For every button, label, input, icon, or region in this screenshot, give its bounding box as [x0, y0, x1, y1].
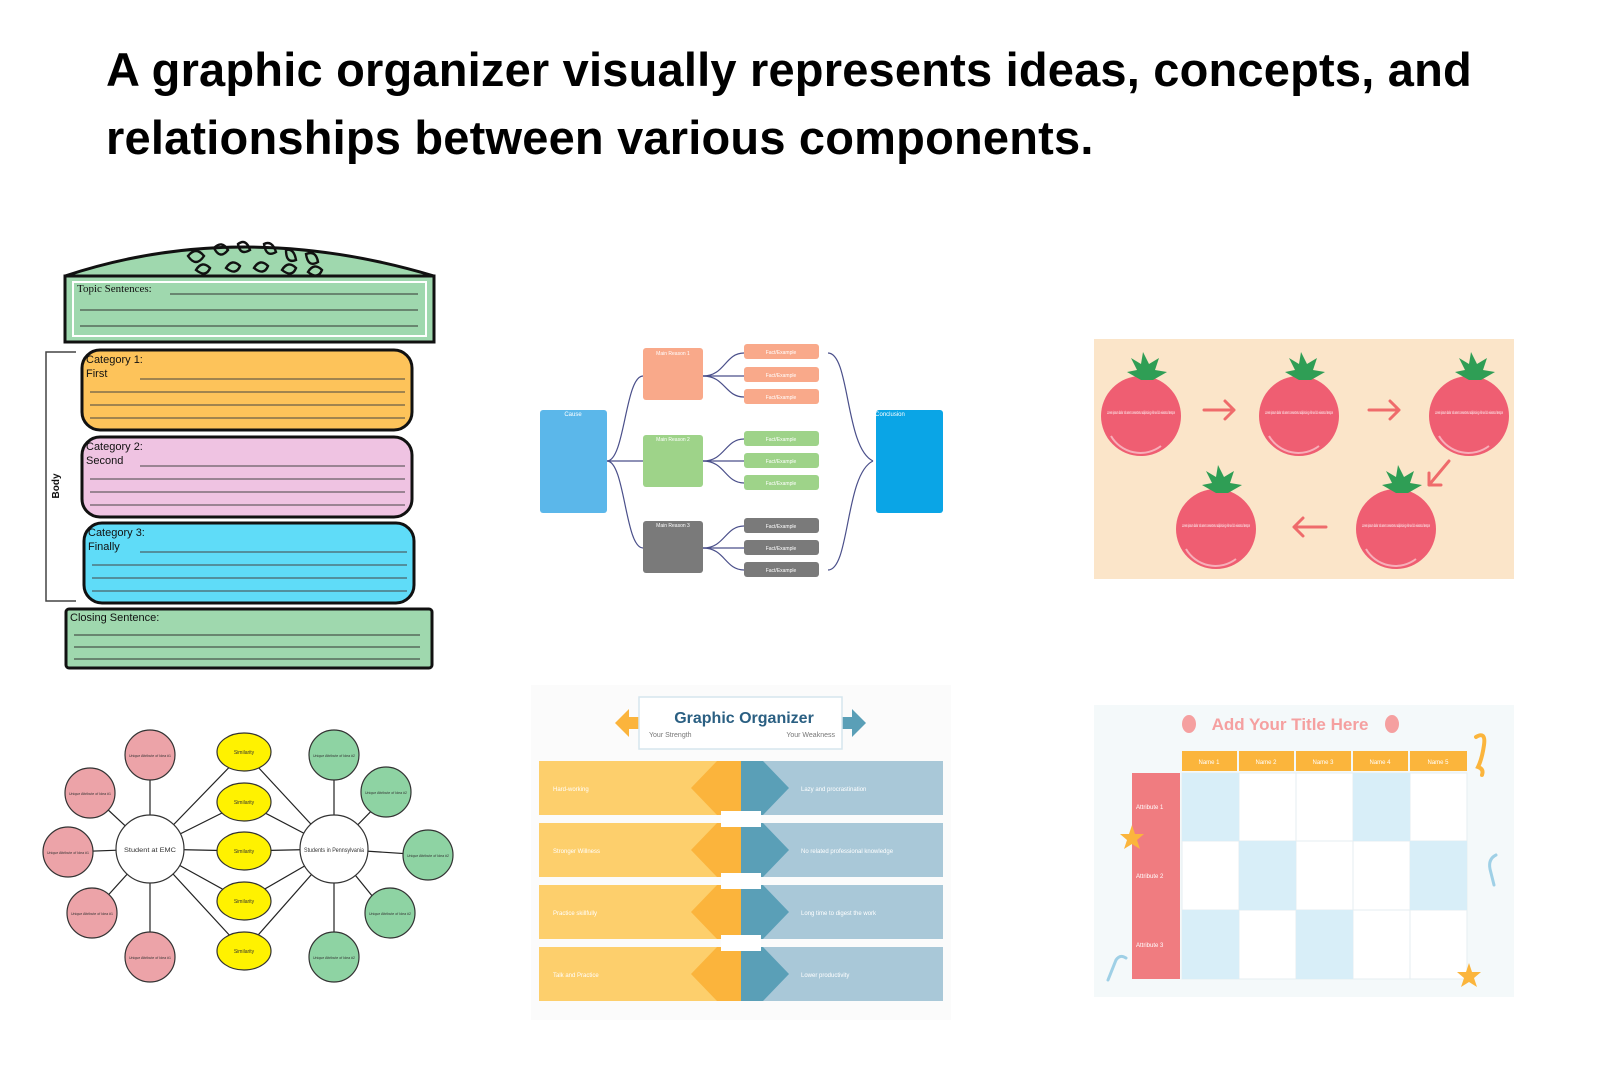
topic-label: Topic Sentences: [77, 283, 152, 295]
fact-1-1: Fact/Example [766, 350, 797, 356]
category-3-title: Category 3: [88, 527, 145, 539]
grid-col-2: Name 2 [1255, 760, 1277, 766]
hamburger-organizer: Topic Sentences: Body Category 1: First … [40, 228, 450, 678]
fact-2-3: Fact/Example [766, 481, 797, 487]
headline: A graphic organizer visually represents … [106, 43, 1472, 164]
grid-row-3: Attribute 3 [1136, 943, 1164, 949]
closing-label: Closing Sentence: [70, 612, 159, 624]
similarity-4: Similarity [234, 899, 255, 905]
grid-row-2: Attribute 2 [1136, 874, 1164, 880]
organizer-title: Graphic Organizer [674, 710, 814, 727]
strength-1: Hard-working [553, 787, 589, 793]
fact-2-1: Fact/Example [766, 437, 797, 443]
body-label: Body [51, 473, 62, 498]
category-1-sub: First [86, 368, 107, 380]
cycle-step-2: Lorem ipsum dolor sit amet consectetur a… [1265, 410, 1333, 415]
strength-caption: Your Strength [649, 732, 692, 739]
cycle-step-5: Lorem ipsum dolor sit amet consectetur a… [1362, 523, 1430, 528]
grid-col-1: Name 1 [1198, 760, 1220, 766]
strength-4: Talk and Practice [553, 973, 599, 979]
cycle-step-4: Lorem ipsum dolor sit amet consectetur a… [1182, 523, 1250, 528]
fact-1-2: Fact/Example [766, 373, 797, 379]
tomato-cycle-diagram: Lorem ipsum dolor sit amet consectetur a… [1094, 339, 1514, 579]
similarity-5: Similarity [234, 949, 255, 955]
left-attribute-1: Unique Attribute of Idea #1 [129, 753, 172, 758]
conclusion-box: Conclusion [875, 412, 905, 418]
cycle-step-1: Lorem ipsum dolor sit amet consectetur a… [1107, 410, 1175, 415]
grid-title: Add Your Title Here [1212, 715, 1369, 734]
left-attribute-3: Unique Attribute of Idea #1 [47, 850, 90, 855]
similarity-2: Similarity [234, 800, 255, 806]
left-center-node: Student at EMC [124, 847, 176, 854]
fact-2-2: Fact/Example [766, 459, 797, 465]
attribute-grid-chart: Add Your Title Here Name 1 Name 2 Name 3… [1094, 705, 1514, 997]
right-attribute-3: Unique Attribute of Idea #2 [407, 853, 450, 858]
right-attribute-1: Unique Attribute of Idea #2 [313, 753, 356, 758]
grid-col-4: Name 4 [1369, 760, 1391, 766]
weakness-4: Lower productivity [801, 973, 849, 979]
cause-flow-map: Cause Conclusion Main Reason 1 Fact/Exam… [530, 338, 950, 584]
similarity-3: Similarity [234, 849, 255, 855]
left-attribute-2: Unique Attribute of Idea #1 [69, 791, 112, 796]
reason-3: Main Reason 3 [656, 523, 690, 529]
weakness-3: Long time to digest the work [801, 911, 877, 917]
grid-col-3: Name 3 [1312, 760, 1334, 766]
strength-weakness-organizer: Graphic Organizer Your Strength Your Wea… [531, 685, 951, 1020]
category-3-sub: Finally [88, 541, 120, 553]
double-bubble-map: Student at EMC Students in Pennsylvania … [40, 725, 460, 985]
weakness-2: No related professional knowledge [801, 849, 894, 855]
left-attribute-5: Unique Attribute of Idea #1 [129, 955, 172, 960]
strength-2: Stronger Willness [553, 849, 600, 855]
right-attribute-4: Unique Attribute of Idea #2 [369, 911, 412, 916]
left-attribute-4: Unique Attribute of Idea #1 [71, 911, 114, 916]
right-attribute-5: Unique Attribute of Idea #2 [313, 955, 356, 960]
reason-1: Main Reason 1 [656, 351, 690, 357]
grid-col-5: Name 5 [1427, 760, 1449, 766]
fact-1-3: Fact/Example [766, 395, 797, 401]
category-1-title: Category 1: [86, 354, 143, 366]
right-center-node: Students in Pennsylvania [304, 847, 364, 854]
fact-3-1: Fact/Example [766, 524, 797, 530]
weakness-caption: Your Weakness [786, 732, 835, 739]
right-attribute-2: Unique Attribute of Idea #2 [365, 790, 408, 795]
reason-2: Main Reason 2 [656, 437, 690, 443]
category-2-sub: Second [86, 455, 123, 467]
cause-box: Cause [564, 412, 582, 418]
similarity-1: Similarity [234, 750, 255, 756]
category-2-title: Category 2: [86, 441, 143, 453]
fact-3-3: Fact/Example [766, 568, 797, 574]
fact-3-2: Fact/Example [766, 546, 797, 552]
grid-row-1: Attribute 1 [1136, 805, 1164, 811]
cycle-step-3: Lorem ipsum dolor sit amet consectetur a… [1435, 410, 1503, 415]
strength-3: Practice skillfully [553, 911, 597, 917]
weakness-1: Lazy and procrastination [801, 787, 866, 793]
